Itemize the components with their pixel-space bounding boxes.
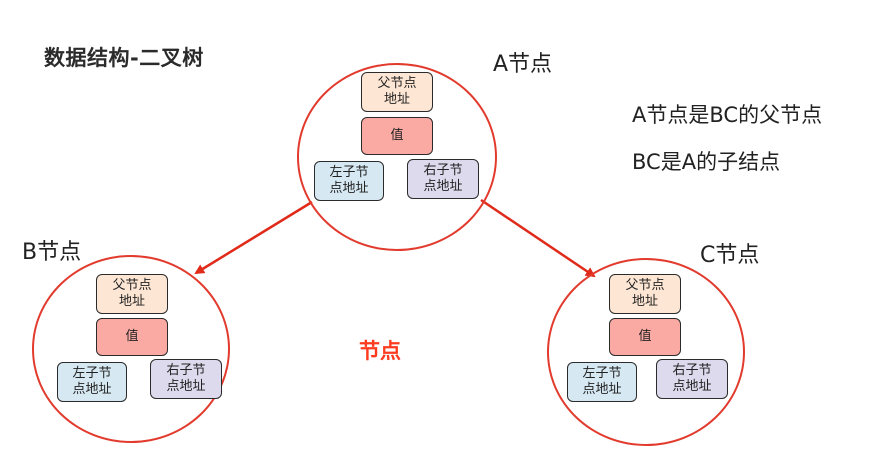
node-a-right-child-box: 右子节 点地址 bbox=[407, 159, 479, 199]
node-b-value-box: 值 bbox=[96, 318, 168, 356]
node-a-circle bbox=[297, 63, 497, 251]
node-c-parent-box: 父节点 地址 bbox=[609, 274, 681, 314]
node-b-label: B节点 bbox=[22, 240, 82, 265]
node-b-circle bbox=[32, 255, 230, 443]
node-a-left-child-box: 左子节 点地址 bbox=[314, 161, 384, 201]
arrow-a-to-b bbox=[194, 200, 313, 275]
node-c-circle bbox=[547, 258, 745, 446]
arrow-a-to-c bbox=[480, 198, 596, 278]
node-c-value-box: 值 bbox=[609, 318, 681, 356]
node-b-parent-box: 父节点 地址 bbox=[96, 274, 168, 314]
node-a-value-box: 值 bbox=[361, 117, 433, 155]
relation-text-parent: A节点是BC的父节点 bbox=[632, 103, 823, 127]
node-c-right-child-box: 右子节 点地址 bbox=[656, 359, 728, 399]
center-node-label: 节点 bbox=[359, 339, 401, 363]
relation-text-child: BC是A的子结点 bbox=[632, 150, 781, 174]
node-c-label: C节点 bbox=[700, 243, 760, 268]
node-b-right-child-box: 右子节 点地址 bbox=[150, 359, 222, 399]
node-a-parent-box: 父节点 地址 bbox=[361, 72, 433, 112]
node-c-left-child-box: 左子节 点地址 bbox=[567, 362, 637, 402]
diagram-title: 数据结构-二叉树 bbox=[44, 46, 204, 70]
node-a-label: A节点 bbox=[493, 52, 553, 77]
node-b-left-child-box: 左子节 点地址 bbox=[57, 362, 127, 402]
